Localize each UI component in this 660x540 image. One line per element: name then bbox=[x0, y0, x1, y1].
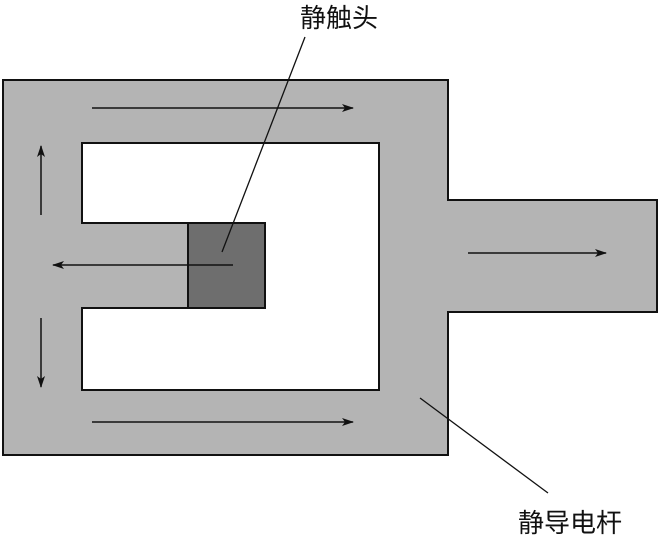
contact-leader-line bbox=[221, 36, 306, 253]
conductor-label: 静导电杆 bbox=[518, 509, 622, 539]
contact-label: 静触头 bbox=[300, 4, 378, 34]
conductor-leader-line bbox=[419, 397, 549, 494]
static-conductor-rod bbox=[2, 79, 658, 456]
